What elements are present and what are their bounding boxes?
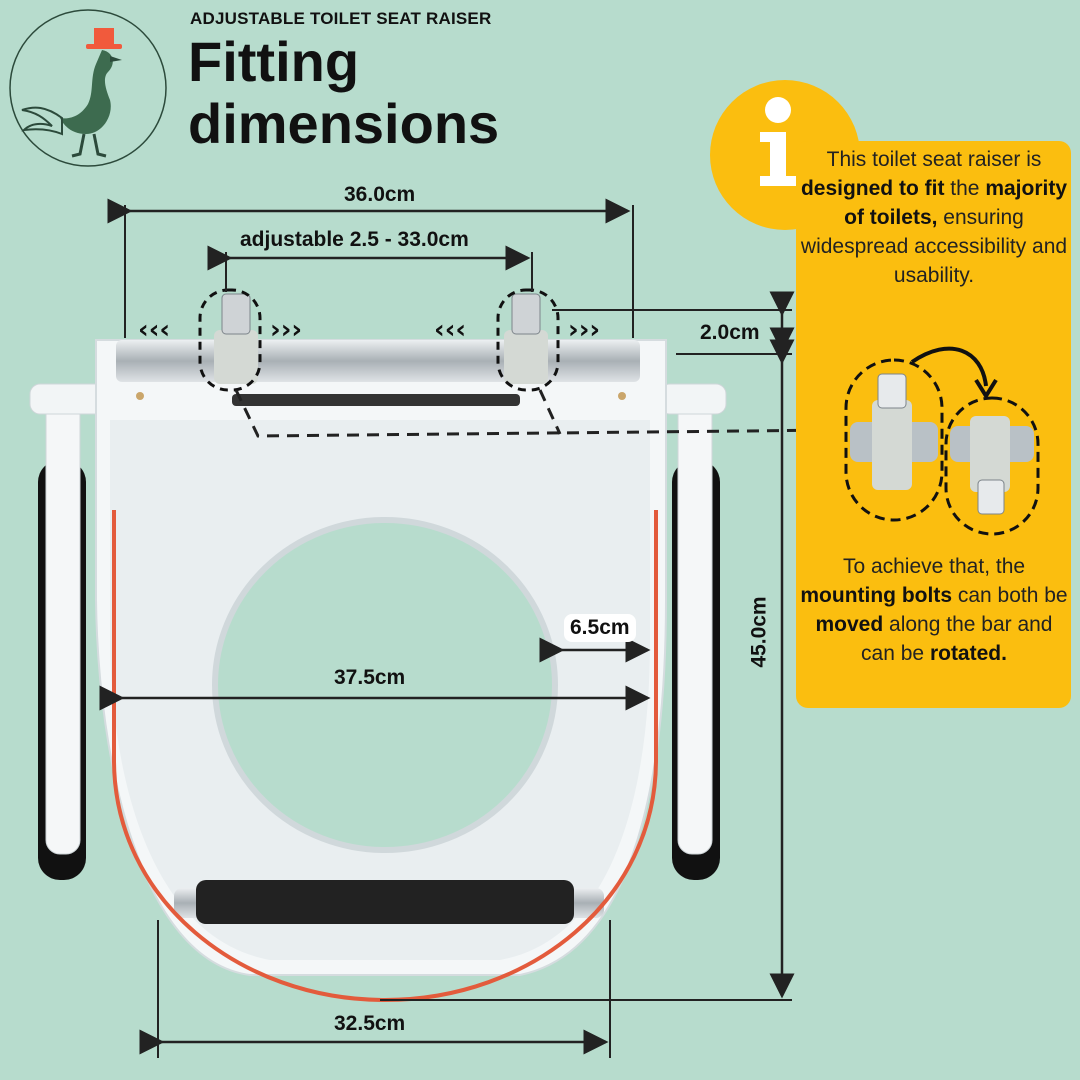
dim-inner-width: 37.5cm	[334, 666, 406, 689]
page-title: Fitting dimensions	[188, 30, 500, 155]
right-handle	[659, 383, 727, 880]
dim-top-width: 36.0cm	[344, 183, 416, 206]
dim-bar-offset: 2.0cm	[700, 321, 760, 344]
info-icon	[760, 97, 796, 186]
right-mounting-bolt	[504, 293, 548, 384]
dim-bottom-width: 32.5cm	[334, 1012, 406, 1035]
seat-hole	[215, 520, 555, 850]
dim-edge-gap: 6.5cm	[564, 614, 636, 642]
info-paragraph-1: This toilet seat raiser is designed to f…	[800, 148, 1068, 287]
dim-length: 45.0cm	[747, 596, 771, 668]
svg-text:‹‹‹: ‹‹‹	[434, 315, 466, 345]
info-paragraph-2: To achieve that, the mounting bolts can …	[800, 555, 1068, 665]
left-mounting-bolt	[214, 293, 258, 384]
arrow-left-chevrons-icon: ‹‹‹	[138, 315, 170, 345]
bolt-rotation-detail	[844, 346, 1040, 536]
svg-text:›››: ›››	[568, 315, 600, 345]
dim-adjustable-range: adjustable 2.5 - 33.0cm	[240, 228, 469, 251]
arrow-right-chevrons-icon: ›››	[270, 315, 302, 345]
rooster-logo-icon	[9, 9, 167, 167]
rotate-arrow-icon	[910, 346, 988, 387]
page-subtitle: ADJUSTABLE TOILET SEAT RAISER	[190, 9, 492, 28]
